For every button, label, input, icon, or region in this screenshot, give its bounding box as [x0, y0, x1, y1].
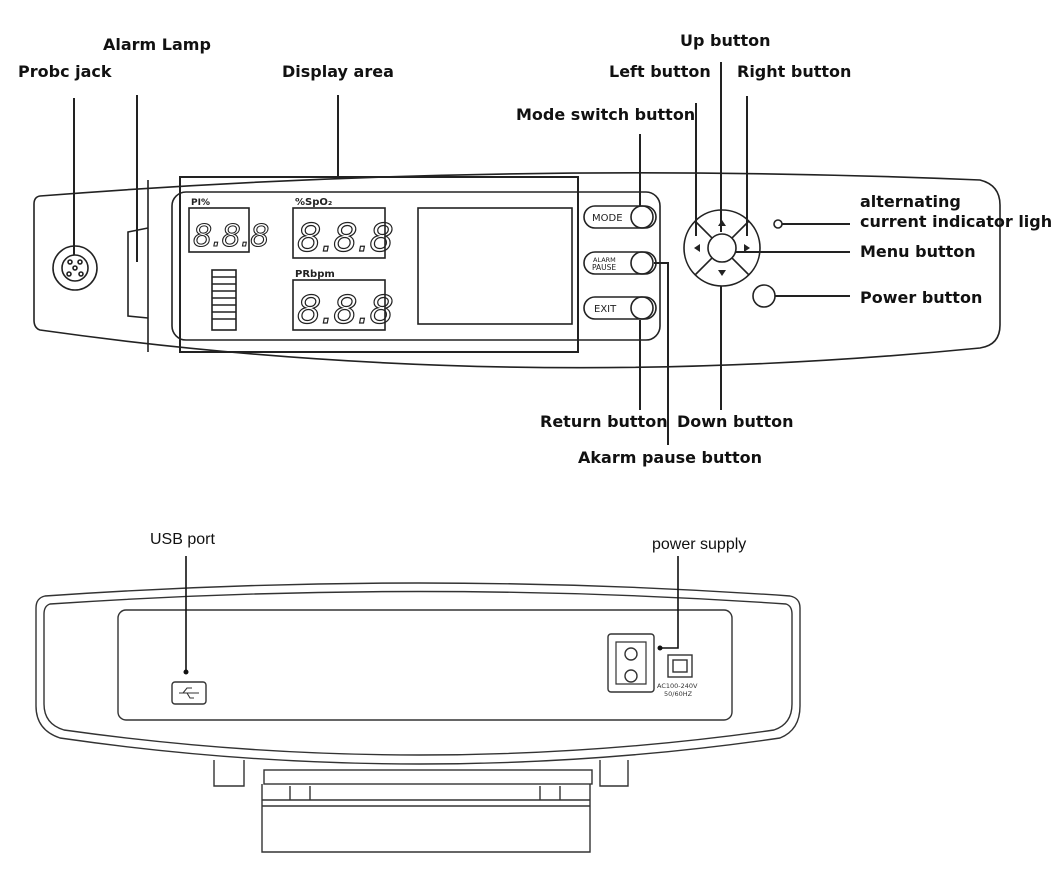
front-device-body	[33, 172, 1001, 369]
panel-text: PI% %SpO₂ PRbpm 8.8.8 8.8.8 8.8.8 MODE A…	[191, 197, 750, 333]
lcd-screen	[417, 207, 573, 325]
left-button-label: Left button	[609, 62, 711, 81]
up-button-label: Up button	[680, 31, 771, 50]
stand-foot	[599, 760, 629, 787]
probe-jack-pin	[66, 271, 72, 277]
stand-bar	[263, 769, 593, 785]
power-supply-label: power supply	[652, 536, 747, 553]
spo2-label: %SpO₂	[295, 197, 332, 208]
callout-leaders	[73, 62, 850, 445]
alarm-key-label-line2: PAUSE	[592, 263, 616, 272]
rear-view	[35, 556, 801, 853]
bar-graph	[211, 269, 237, 331]
mode-key-knob	[630, 205, 654, 229]
probe-jack-pin	[78, 271, 84, 277]
usb-icon	[179, 687, 199, 699]
pi-segment-box	[188, 207, 250, 253]
menu-button-center	[707, 233, 737, 263]
power-rating-line1: AC100-240V	[657, 682, 698, 690]
power-socket-pin	[624, 669, 638, 683]
front-panel	[171, 191, 661, 341]
dpad-up-arrow-icon	[718, 220, 726, 226]
usb-port-shape	[171, 681, 207, 705]
stand-bracket	[261, 784, 591, 853]
exit-key	[583, 296, 657, 320]
alarm-pause-key-knob	[630, 251, 654, 275]
ac-indicator-label-line1: alternating	[860, 192, 961, 211]
display-area-label: Display area	[282, 62, 394, 81]
front-view	[33, 62, 1001, 445]
power-leader-dot	[657, 645, 663, 651]
probe-jack-label: Probc jack	[18, 62, 112, 81]
power-button-shape	[752, 284, 776, 308]
dpad-down-arrow-icon	[718, 270, 726, 276]
rear-device-body-outer	[35, 582, 801, 765]
probe-jack-pin	[72, 265, 78, 271]
power-button-label: Power button	[860, 288, 983, 307]
usb-leader-dot	[183, 669, 189, 675]
probe-jack-pin	[67, 259, 73, 265]
power-socket-pin	[624, 647, 638, 661]
return-button-label: Return button	[540, 412, 668, 431]
display-area-outline	[179, 176, 579, 353]
mode-key-label: MODE	[592, 213, 623, 224]
mode-key	[583, 205, 657, 229]
alarm-lamp-label: Alarm Lamp	[103, 35, 211, 54]
power-socket-frame	[607, 633, 655, 693]
pr-digits: 8.8.8	[297, 288, 394, 332]
alarm-key-label-line1: ALARM	[593, 256, 616, 264]
ac-indicator-label-line2: current indicator light	[860, 212, 1051, 231]
right-button-label: Right button	[737, 62, 852, 81]
spo2-segment-box	[292, 207, 386, 259]
exit-key-knob	[630, 296, 654, 320]
rear-recess-panel	[117, 609, 733, 721]
stand-foot	[213, 760, 245, 787]
down-button-label: Down button	[677, 412, 794, 431]
probe-jack-inner	[61, 254, 89, 282]
pr-label: PRbpm	[295, 269, 335, 280]
dpad-left-arrow-icon	[694, 244, 700, 252]
power-socket-shape	[615, 641, 647, 685]
rear-device-body-inner	[43, 590, 793, 756]
pi-label: PI%	[191, 198, 210, 208]
usb-port-label: USB port	[150, 531, 215, 548]
probe-jack-pin	[77, 259, 83, 265]
exit-key-label: EXIT	[594, 304, 617, 315]
pr-segment-box	[292, 279, 386, 331]
mode-switch-button-label: Mode switch button	[516, 105, 696, 124]
rear-panel-text: AC100-240V 50/60HZ	[657, 682, 698, 698]
spo2-digits: 8.8.8	[297, 216, 394, 260]
alarm-pause-button-label: Akarm pause button	[578, 448, 763, 467]
ac-indicator-light	[773, 219, 783, 229]
stand-clip	[289, 786, 561, 800]
power-rating-box	[667, 654, 693, 678]
dpad-right-arrow-icon	[744, 244, 750, 252]
menu-button-label: Menu button	[860, 242, 976, 261]
pi-digits: 8.8.8	[193, 219, 269, 254]
power-rating-inner-box	[672, 659, 688, 673]
rear-callout-leaders	[185, 556, 679, 672]
power-rating-line2: 50/60HZ	[664, 690, 693, 698]
